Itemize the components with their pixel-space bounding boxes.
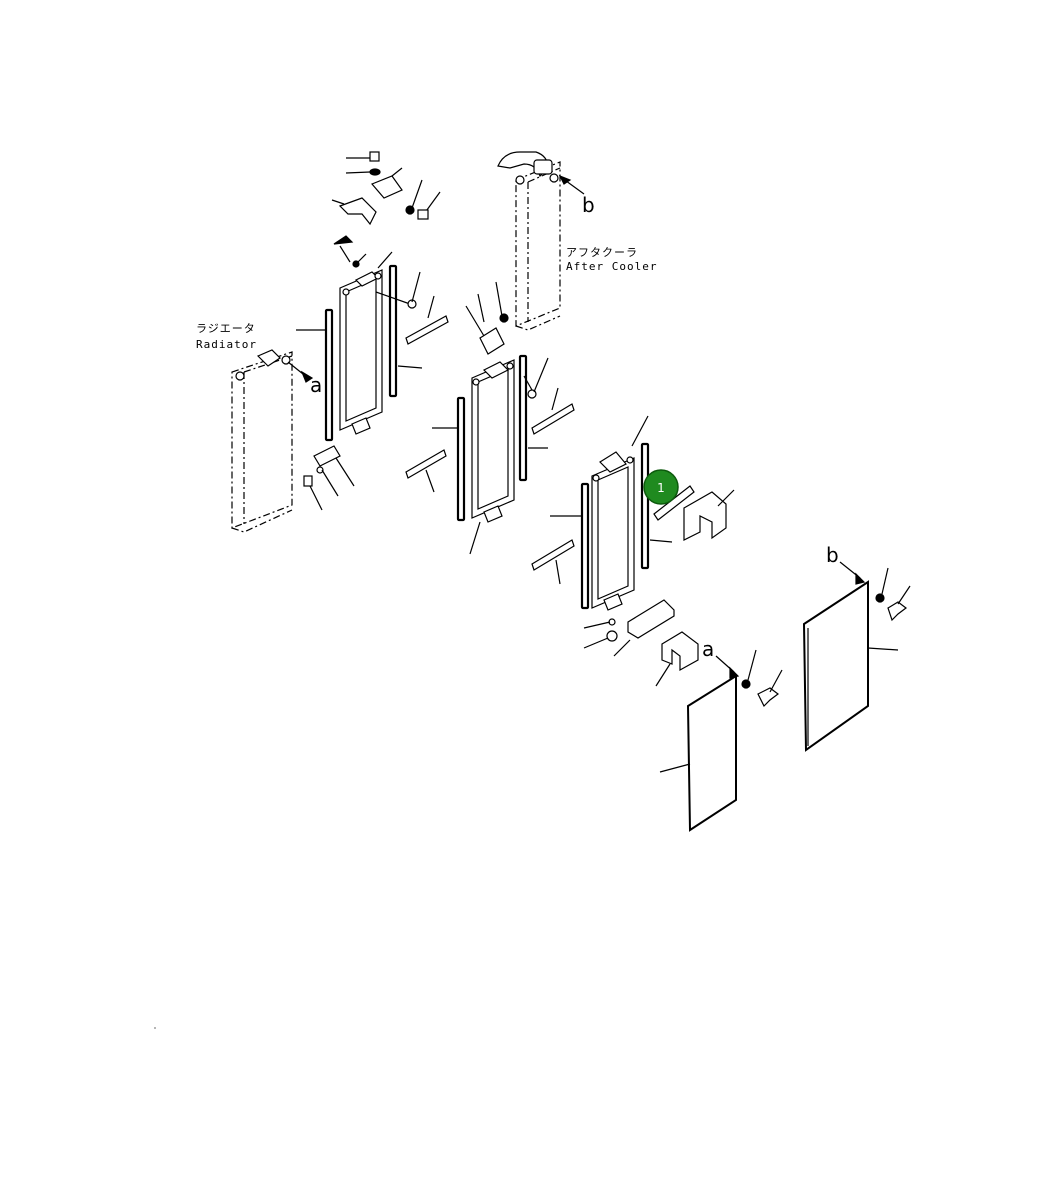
radiator-label-en: Radiator (196, 338, 257, 351)
reference-mark-b-panel: b (826, 543, 839, 567)
core-right (531, 415, 735, 687)
callout-number-1: 1 (657, 481, 665, 495)
radiator-assembly: ラジエータ Radiator a (196, 322, 322, 533)
callout-marker-1[interactable]: 1 (643, 469, 679, 505)
aftercooler-label-en: After Cooler (566, 260, 657, 273)
radiator-core-left (296, 235, 449, 511)
core-middle (405, 354, 575, 555)
side-screen-panel-b: b (802, 543, 911, 752)
front-screen-panel-a: a (659, 637, 783, 832)
radiator-label-jp: ラジエータ (196, 322, 256, 335)
reference-mark-a-panel: a (702, 637, 714, 661)
aftercooler-assembly: b アフタクーラ After Cooler (465, 151, 657, 355)
reference-mark-b: b (582, 193, 595, 217)
reference-mark-a: a (310, 373, 322, 397)
top-bracket-hardware (331, 151, 441, 226)
aftercooler-label-jp: アフタクーラ (566, 246, 638, 259)
stray-dot (154, 1027, 156, 1029)
